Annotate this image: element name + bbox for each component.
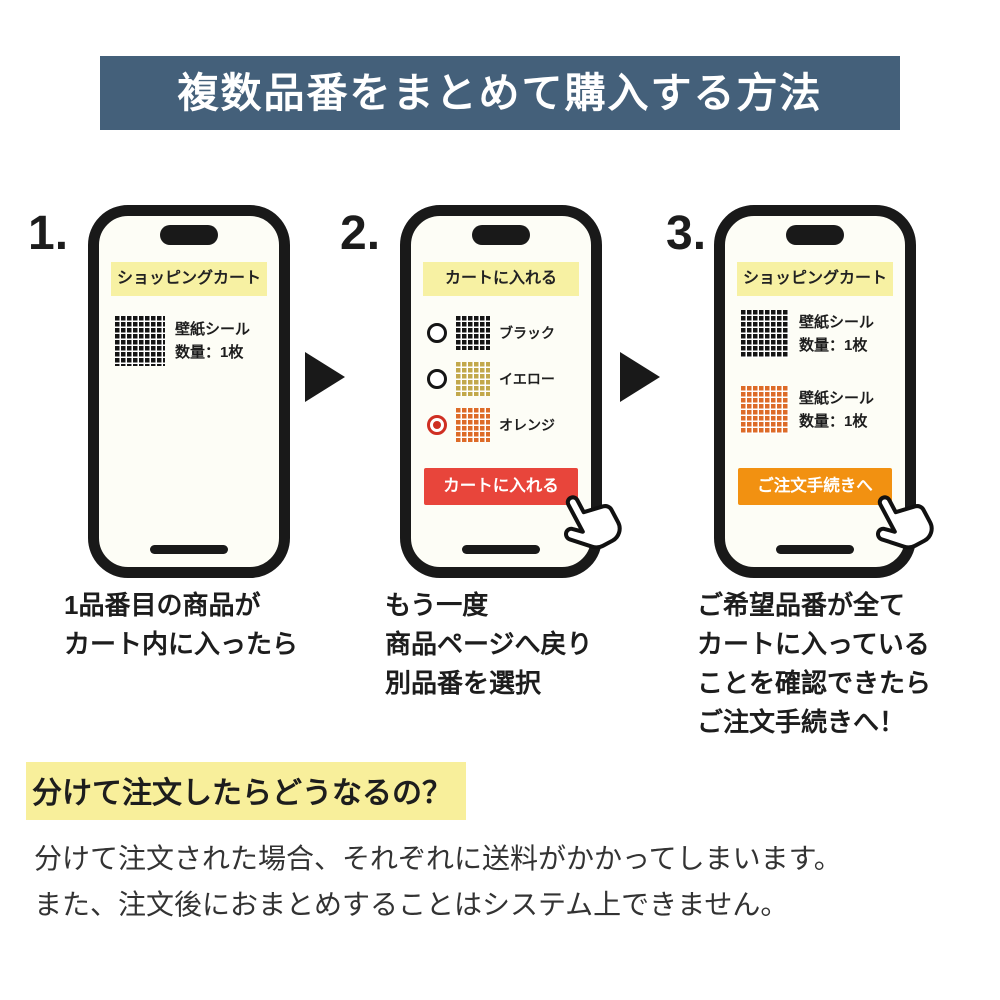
color-option-orange[interactable]: オレンジ [427, 408, 555, 442]
item-quantity: 数量：1枚 [799, 413, 868, 430]
phone-step-3: ショッピングカート 壁紙シール 数量：1枚 壁紙シール 数量：1枚 ご注文手続き… [714, 205, 916, 578]
item-name: 壁紙シール [799, 314, 875, 331]
cart-item: 壁紙シール 数量：1枚 [741, 386, 874, 434]
item-quantity: 数量：1枚 [175, 344, 244, 361]
phone-notch [472, 225, 530, 245]
caption-line: ご注文手続きへ！ [697, 707, 906, 737]
step-3-caption: ご希望品番が全て カートに入っている ことを確認できたら ご注文手続きへ！ [697, 586, 931, 742]
black-tile-swatch-icon [456, 316, 490, 350]
caption-line: 別品番を選択 [385, 668, 542, 698]
note-heading: 分けて注文したらどうなるの？ [26, 762, 466, 820]
radio-unselected-icon[interactable] [427, 369, 447, 389]
hand-cursor-icon [563, 495, 622, 550]
note-body: 分けて注文された場合、それぞれに送料がかかってしまいます。 また、注文後におまと… [34, 836, 842, 928]
caption-line: 商品ページへ戻り [385, 629, 593, 659]
black-tile-swatch-icon [115, 316, 165, 366]
step-1-number: 1. [28, 207, 69, 260]
phone-home-bar [776, 545, 854, 554]
note-body-line: 分けて注文された場合、それぞれに送料がかかってしまいます。 [34, 843, 842, 874]
radio-unselected-icon[interactable] [427, 323, 447, 343]
yellow-tile-swatch-icon [456, 362, 490, 396]
caption-line: ご希望品番が全て [697, 590, 906, 620]
orange-tile-swatch-icon [741, 386, 789, 434]
option-label: イエロー [499, 371, 555, 387]
step-1-caption: 1品番目の商品が カート内に入ったら [64, 586, 298, 664]
phone-home-bar [150, 545, 228, 554]
cart-screen-title: ショッピングカート [111, 262, 267, 296]
step-2-number: 2. [340, 207, 381, 260]
add-to-cart-screen-title: カートに入れる [423, 262, 579, 296]
radio-selected-icon[interactable] [427, 415, 447, 435]
add-to-cart-button[interactable]: カートに入れる [424, 468, 578, 505]
page-title: 複数品番をまとめて購入する方法 [100, 56, 900, 130]
caption-line: もう一度 [385, 590, 489, 620]
phone-home-bar [462, 545, 540, 554]
caption-line: ことを確認できたら [697, 668, 932, 698]
orange-tile-swatch-icon [456, 408, 490, 442]
item-name: 壁紙シール [175, 321, 251, 338]
caption-line: 1品番目の商品が [64, 590, 261, 620]
phone-notch [786, 225, 844, 245]
step-3-number: 3. [666, 207, 707, 260]
item-name: 壁紙シール [799, 390, 875, 407]
cart-item: 壁紙シール 数量：1枚 [115, 316, 250, 366]
phone-notch [160, 225, 218, 245]
checkout-button[interactable]: ご注文手続きへ [738, 468, 892, 505]
cart-screen-title: ショッピングカート [737, 262, 893, 296]
cart-item: 壁紙シール 数量：1枚 [741, 310, 874, 358]
black-tile-swatch-icon [741, 310, 789, 358]
color-option-yellow[interactable]: イエロー [427, 362, 555, 396]
phone-step-2: カートに入れる ブラック イエロー オレンジ カートに入れる [400, 205, 602, 578]
next-step-arrow-icon [305, 352, 345, 402]
caption-line: カートに入っている [697, 629, 930, 659]
hand-cursor-icon [875, 495, 934, 550]
option-label: オレンジ [499, 417, 555, 433]
phone-step-1: ショッピングカート 壁紙シール 数量：1枚 [88, 205, 290, 578]
option-label: ブラック [499, 325, 555, 341]
step-2-caption: もう一度 商品ページへ戻り 別品番を選択 [385, 586, 592, 703]
item-quantity: 数量：1枚 [799, 337, 868, 354]
caption-line: カート内に入ったら [64, 629, 299, 659]
note-body-line: また、注文後におまとめすることはシステム上できません。 [34, 889, 789, 920]
next-step-arrow-icon [620, 352, 660, 402]
color-option-black[interactable]: ブラック [427, 316, 555, 350]
